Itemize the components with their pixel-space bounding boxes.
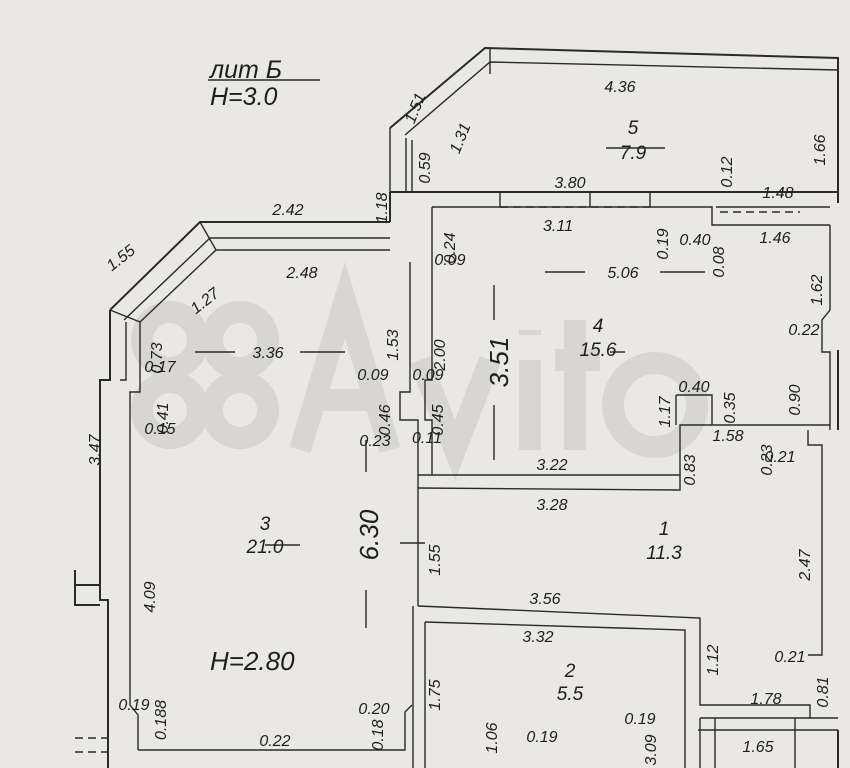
dimension-label: 3.22 <box>536 457 567 474</box>
dimension-label: 1.46 <box>759 230 790 247</box>
dimension-label: 3.28 <box>536 497 567 514</box>
dimension-label: 2.00 <box>432 339 449 371</box>
dimension-label: 3.32 <box>522 629 553 646</box>
dimension-label: 0.83 <box>682 454 699 485</box>
room-3-ceiling-height: Н=2.80 <box>210 646 295 676</box>
dimension-label: 0.90 <box>787 384 804 415</box>
room-3-area: 21.0 <box>246 537 284 558</box>
dimension-label: 0.41 <box>155 402 172 433</box>
dimension-label: 0.09 <box>434 252 465 269</box>
dimension-label: 1.58 <box>712 428 743 445</box>
dimension-label: 0.35 <box>722 392 739 423</box>
dimension-label: 1.55 <box>104 242 139 275</box>
dimension-label: 0.45 <box>430 404 447 435</box>
room-5-area: 7.9 <box>620 143 647 164</box>
dimension-label: 0.21 <box>774 649 805 666</box>
dimension-label: 5.06 <box>607 265 638 282</box>
dimension-label: 0.81 <box>815 676 832 707</box>
dimension-label: 6.30 <box>354 509 384 560</box>
room-1-area: 11.3 <box>646 543 682 564</box>
room-2-area: 5.5 <box>557 684 584 705</box>
dimension-label: 0.24 <box>442 232 459 263</box>
dimension-label: 0.40 <box>678 379 709 396</box>
dimension-label: 0.22 <box>259 733 290 750</box>
dimension-label: 4.09 <box>142 581 159 612</box>
dimension-label: 0.23 <box>359 433 390 450</box>
dimension-label: 3.11 <box>543 218 573 235</box>
dimension-label: 0.188 <box>153 700 170 740</box>
ceiling-height: Н=3.0 <box>210 83 278 111</box>
dimension-label: 1.65 <box>742 739 773 756</box>
dimension-label: 0.09 <box>412 367 443 384</box>
dimension-label: 0.19 <box>624 711 655 728</box>
dimension-label: 2.42 <box>271 202 303 219</box>
dimension-label: 1.62 <box>809 274 826 305</box>
dimension-label: 3.47 <box>87 433 104 465</box>
dimension-label: 1.06 <box>484 722 501 753</box>
dimension-label: 3.51 <box>484 337 514 388</box>
dimension-label: 1.53 <box>385 329 402 360</box>
dimension-label: 3.36 <box>252 345 283 362</box>
dimension-label: 0.19 <box>526 729 557 746</box>
dimension-label: 0.15 <box>144 421 175 438</box>
dimension-label: 0.09 <box>357 367 388 384</box>
dimension-label: 1.31 <box>447 121 474 156</box>
dimension-label: 0.73 <box>149 342 166 373</box>
dimension-label: 0.17 <box>144 359 176 376</box>
dimension-label: 0.23 <box>759 444 776 475</box>
dimension-label: 0.21 <box>764 449 795 466</box>
dimension-label: 3.56 <box>529 591 560 608</box>
dimension-label: 0.22 <box>788 322 819 339</box>
dimension-label: 0.11 <box>412 430 442 447</box>
room-3-number: 3 <box>260 514 271 535</box>
watermark-shape <box>131 261 708 481</box>
dimension-label: 2.48 <box>285 265 317 282</box>
dimension-label: 1.12 <box>705 644 722 675</box>
dimension-lines <box>195 147 705 628</box>
dimension-label: 0.08 <box>711 246 728 277</box>
dimension-label: 3.09 <box>643 734 660 765</box>
room-4-area: 15.6 <box>580 340 617 361</box>
dimension-label: 1.66 <box>812 134 829 165</box>
dimension-label: 2.47 <box>797 548 814 581</box>
dimension-label: 1.55 <box>427 544 444 575</box>
dimension-label: 0.12 <box>719 156 736 187</box>
dimension-label: 0.59 <box>417 152 434 183</box>
dimension-label: 1.48 <box>762 185 793 202</box>
room-1-number: 1 <box>659 519 670 540</box>
dimension-label: 3.80 <box>554 175 585 192</box>
dimension-label: 0.18 <box>370 719 387 750</box>
walls <box>74 46 839 768</box>
dimension-label: 1.51 <box>402 91 429 126</box>
dimension-label: 0.40 <box>679 232 710 249</box>
dimension-label: 1.78 <box>750 691 781 708</box>
dimension-label: 1.75 <box>427 679 444 710</box>
dimension-label: 4.36 <box>604 79 635 96</box>
dimension-label: 1.18 <box>374 192 391 223</box>
dimension-label: 0.19 <box>118 697 149 714</box>
room-2-number: 2 <box>564 661 576 682</box>
room-5-number: 5 <box>628 118 639 139</box>
dimension-label: 0.20 <box>358 701 389 718</box>
dimension-labels: 1.51 1.31 4.36 0.59 1.18 1.66 3.80 0.12 1.48 3.11… <box>87 79 832 766</box>
dimension-label: 1.17 <box>657 395 674 427</box>
dimension-label: 0.19 <box>655 228 672 259</box>
dimension-label: 0.46 <box>377 404 394 435</box>
room-4-number: 4 <box>593 316 604 337</box>
